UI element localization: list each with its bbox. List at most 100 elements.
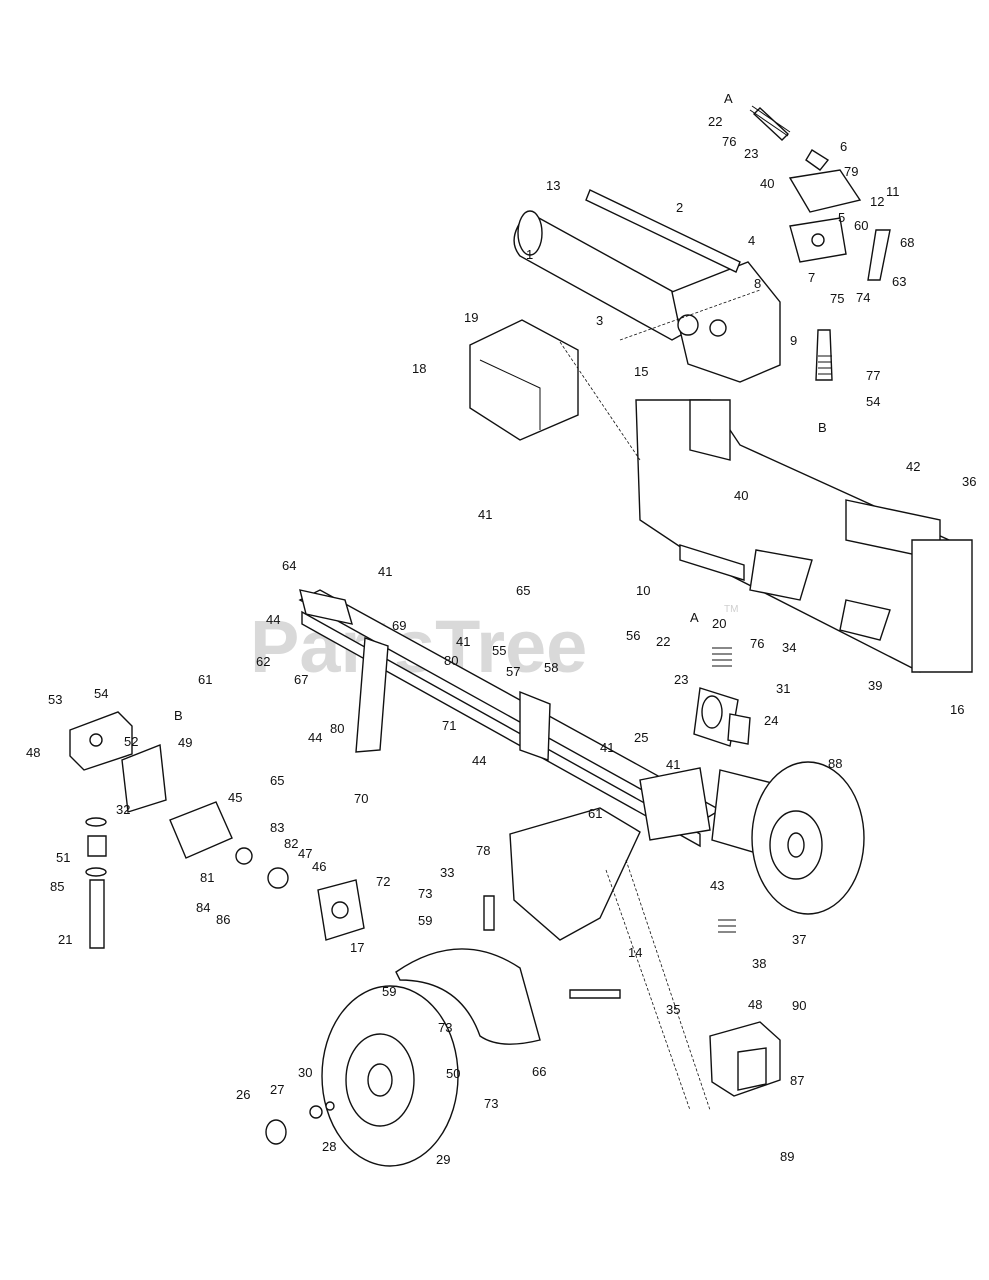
callout-21: 21: [58, 932, 72, 947]
callout-16: 16: [950, 702, 964, 717]
callout-59-a: 59: [418, 913, 432, 928]
hitch-plate[interactable]: [483, 807, 641, 999]
suction-fittings[interactable]: [85, 817, 107, 949]
callout-75: 75: [830, 291, 844, 306]
callout-48-right: 48: [748, 997, 762, 1012]
callout-40-mid: 40: [734, 488, 748, 503]
callout-56: 56: [626, 628, 640, 643]
callout-73-c: 73: [484, 1096, 498, 1111]
callout-70: 70: [354, 791, 368, 806]
callout-49: 49: [178, 735, 192, 750]
callout-48-left: 48: [26, 745, 40, 760]
control-valve[interactable]: [752, 107, 891, 381]
callout-24: 24: [764, 713, 778, 728]
callout-41-d: 41: [600, 740, 614, 755]
callout-68: 68: [900, 235, 914, 250]
callout-6: 6: [840, 139, 847, 154]
callout-10: 10: [636, 583, 650, 598]
callout-66: 66: [532, 1064, 546, 1079]
callout-30: 30: [298, 1065, 312, 1080]
callout-72: 72: [376, 874, 390, 889]
callout-47: 47: [298, 846, 312, 861]
wheel-right[interactable]: [751, 761, 865, 915]
callout-64: 64: [282, 558, 296, 573]
callout-2: 2: [676, 200, 683, 215]
callout-7: 7: [808, 270, 815, 285]
callout-78: 78: [476, 843, 490, 858]
callout-22-mid: 22: [656, 634, 670, 649]
callout-52: 52: [124, 734, 138, 749]
callout-62: 62: [256, 654, 270, 669]
callout-89: 89: [780, 1149, 794, 1164]
hub-parts[interactable]: [265, 1101, 335, 1145]
callout-61-b: 61: [588, 806, 602, 821]
callout-42: 42: [906, 459, 920, 474]
callout-73-a: 73: [418, 886, 432, 901]
hydraulic-pump[interactable]: [69, 711, 365, 941]
callout-38: 38: [752, 956, 766, 971]
callout-B-left: B: [174, 708, 183, 723]
callout-43: 43: [710, 878, 724, 893]
cylinder-bracket[interactable]: [469, 319, 579, 441]
callout-19: 19: [464, 310, 478, 325]
callout-29: 29: [436, 1152, 450, 1167]
callout-4: 4: [748, 233, 755, 248]
callout-41-a: 41: [478, 507, 492, 522]
callout-50: 50: [446, 1066, 460, 1081]
frame-tongue[interactable]: [298, 589, 801, 861]
callout-A-mid: A: [690, 610, 699, 625]
hydraulic-cylinder[interactable]: [513, 189, 781, 383]
callout-63: 63: [892, 274, 906, 289]
callout-59-b: 59: [382, 984, 396, 999]
callout-41-e: 41: [666, 757, 680, 772]
callout-32: 32: [116, 802, 130, 817]
callout-65-b: 65: [270, 773, 284, 788]
callout-88: 88: [828, 756, 842, 771]
callout-20: 20: [712, 616, 726, 631]
callout-22-top: 22: [708, 114, 722, 129]
callout-37: 37: [792, 932, 806, 947]
callout-44-a: 44: [266, 612, 280, 627]
callout-28: 28: [322, 1139, 336, 1154]
callout-35: 35: [666, 1002, 680, 1017]
callout-83: 83: [270, 820, 284, 835]
springs[interactable]: [712, 105, 832, 933]
callout-14: 14: [628, 945, 642, 960]
watermark-tm: TM: [724, 604, 738, 615]
wheel-left[interactable]: [321, 985, 459, 1167]
callout-17: 17: [350, 940, 364, 955]
callout-34: 34: [782, 640, 796, 655]
callout-73-b: 73: [438, 1020, 452, 1035]
oil-filter[interactable]: [693, 687, 751, 747]
callout-1: 1: [526, 247, 533, 262]
callout-A-top: A: [724, 91, 733, 106]
callout-41-b: 41: [378, 564, 392, 579]
callout-33: 33: [440, 865, 454, 880]
callout-67: 67: [294, 672, 308, 687]
callout-15: 15: [634, 364, 648, 379]
callout-8: 8: [754, 276, 761, 291]
callout-55: 55: [492, 643, 506, 658]
callout-23-top: 23: [744, 146, 758, 161]
callout-90: 90: [792, 998, 806, 1013]
callout-76-top: 76: [722, 134, 736, 149]
callout-54-top: 54: [866, 394, 880, 409]
callout-87: 87: [790, 1073, 804, 1088]
callout-11: 11: [886, 184, 900, 199]
callout-23-mid: 23: [674, 672, 688, 687]
callout-9: 9: [790, 333, 797, 348]
callout-40-top: 40: [760, 176, 774, 191]
callout-82: 82: [284, 836, 298, 851]
callout-41-c: 41: [456, 634, 470, 649]
callout-27: 27: [270, 1082, 284, 1097]
callout-B-top: B: [818, 420, 827, 435]
callout-44-b: 44: [308, 730, 322, 745]
splitter-beam[interactable]: [635, 399, 973, 673]
callout-5: 5: [838, 210, 845, 225]
callout-45: 45: [228, 790, 242, 805]
callout-60: 60: [854, 218, 868, 233]
fender[interactable]: [395, 948, 541, 1045]
tool-box[interactable]: [709, 1021, 781, 1097]
